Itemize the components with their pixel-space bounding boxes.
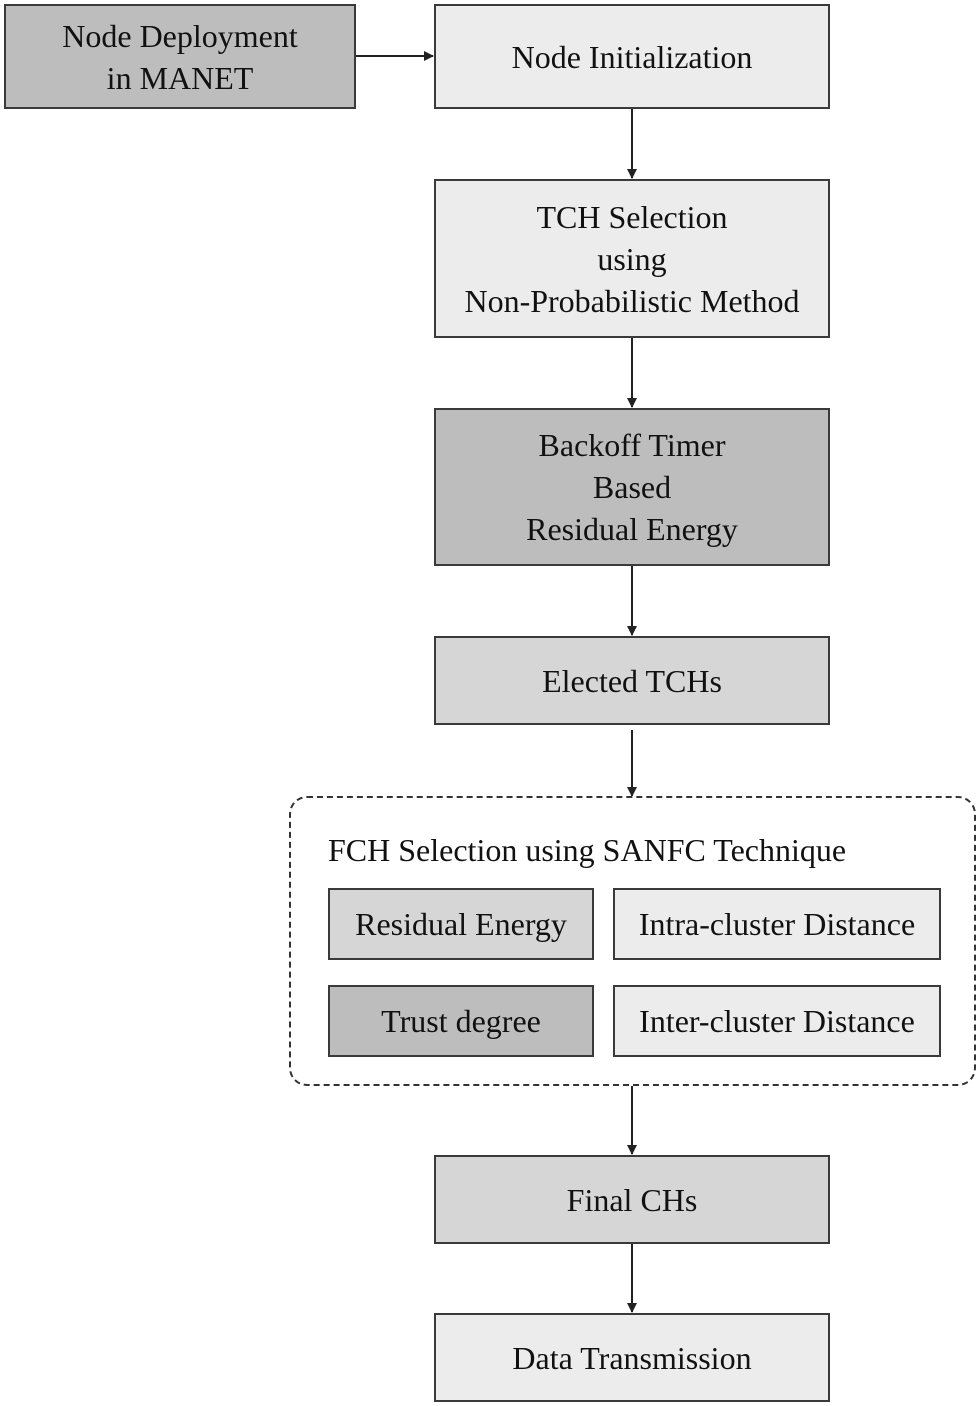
tch-selection-line-1: TCH Selection: [536, 198, 728, 235]
data-transmission-label: Data Transmission: [512, 1339, 752, 1376]
tch-selection-box: TCH Selection using Non-Probabilistic Me…: [434, 179, 830, 338]
node-deployment-line-2: in MANET: [106, 59, 254, 96]
fch-selection-title: FCH Selection using SANFC Technique: [328, 832, 847, 868]
backoff-timer-box: Backoff Timer Based Residual Energy: [434, 408, 830, 566]
node-deployment-box: Node Deployment in MANET: [4, 4, 356, 109]
backoff-timer-line-3: Residual Energy: [526, 511, 738, 547]
factor-residual-energy: Residual Energy: [328, 888, 594, 960]
factor-residual-energy-label: Residual Energy: [355, 906, 567, 942]
elected-tchs-label: Elected TCHs: [542, 662, 722, 699]
final-chs-box: Final CHs: [434, 1155, 830, 1244]
data-transmission-box: Data Transmission: [434, 1313, 830, 1402]
node-initialization-box: Node Initialization: [434, 4, 830, 109]
backoff-timer-line-2: Based: [592, 469, 672, 505]
backoff-timer-line-1: Backoff Timer: [538, 427, 726, 463]
factor-inter-cluster-distance: Inter-cluster Distance: [613, 985, 941, 1057]
tch-selection-line-3: Non-Probabilistic Method: [464, 282, 800, 319]
factor-trust-degree-label: Trust degree: [381, 1003, 541, 1039]
tch-selection-line-2: using: [597, 240, 667, 277]
factor-trust-degree: Trust degree: [328, 985, 594, 1057]
factor-intra-cluster-distance-label: Intra-cluster Distance: [638, 906, 916, 942]
factor-intra-cluster-distance: Intra-cluster Distance: [613, 888, 941, 960]
fch-selection-group: FCH Selection using SANFC Technique Resi…: [289, 796, 976, 1086]
node-initialization-label: Node Initialization: [511, 38, 753, 75]
final-chs-label: Final CHs: [566, 1181, 698, 1218]
node-deployment-line-1: Node Deployment: [62, 17, 298, 54]
factor-inter-cluster-distance-label: Inter-cluster Distance: [639, 1003, 915, 1039]
elected-tchs-box: Elected TCHs: [434, 636, 830, 725]
